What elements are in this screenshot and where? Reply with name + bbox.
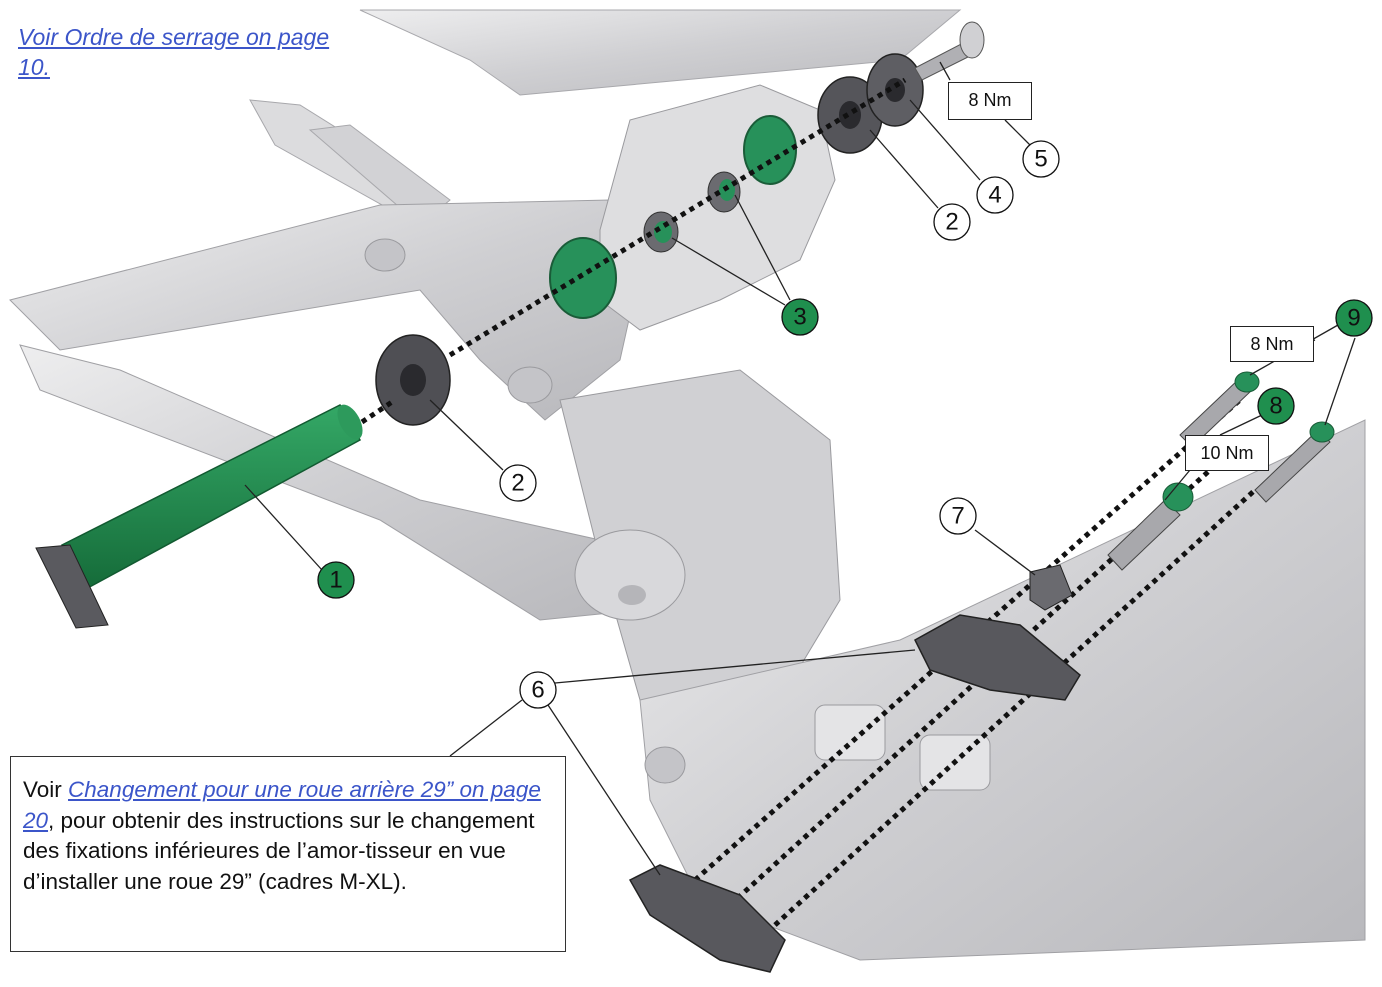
callout-9: 9 xyxy=(1347,305,1360,332)
leader-2b xyxy=(869,129,939,209)
callout-3: 3 xyxy=(793,304,806,331)
torque-label-right-upper: 8 Nm xyxy=(1230,326,1314,362)
bolt-9b-head xyxy=(1309,421,1335,443)
upper-arm xyxy=(9,199,641,421)
seat-stay-2 xyxy=(308,124,451,226)
bolt-9a-head xyxy=(1234,371,1260,393)
bolt-8 xyxy=(1107,499,1181,571)
washer-top-4-hole xyxy=(885,78,905,102)
callout-5-circle xyxy=(1022,140,1060,178)
callout-2a-circle xyxy=(499,464,537,502)
mount-boss-1 xyxy=(814,704,886,761)
dash-main xyxy=(448,77,907,358)
washer-lower-hole xyxy=(400,364,426,396)
callout-6: 6 xyxy=(531,677,544,704)
dash-right-3 xyxy=(773,488,1257,927)
leader-9b xyxy=(1324,337,1356,426)
torque-label-right-lower: 10 Nm xyxy=(1185,435,1269,471)
callout-9-circle xyxy=(1335,299,1373,337)
bb-hole xyxy=(644,746,686,784)
note-prefix: Voir xyxy=(23,777,69,802)
clip-7 xyxy=(1029,564,1073,611)
callout-7: 7 xyxy=(951,503,964,530)
pivot-plate xyxy=(574,529,686,621)
leader-4 xyxy=(909,99,981,181)
leader-2a xyxy=(429,399,504,471)
washer-top-2-hole xyxy=(839,101,861,129)
leader-6a xyxy=(554,649,916,684)
leader-8b xyxy=(1164,469,1191,501)
leader-6b xyxy=(547,704,661,876)
callout-2a: 2 xyxy=(511,470,524,497)
leader-5b xyxy=(939,61,951,81)
torque-order-link[interactable]: Voir Ordre de serrage on page 10. xyxy=(18,24,330,80)
shock-mount-lower xyxy=(628,864,786,973)
shock-mount-upper xyxy=(914,614,1081,701)
callout-4: 4 xyxy=(988,182,1001,209)
note-box: Voir Changement pour une roue arrière 29… xyxy=(10,756,566,952)
callout-4-circle xyxy=(976,176,1014,214)
top-tube xyxy=(359,9,962,96)
green-bearing-right xyxy=(743,115,797,185)
callout-1: 1 xyxy=(329,567,342,594)
bolt-8-head xyxy=(1162,482,1194,512)
dash-axle xyxy=(360,397,397,425)
note-suffix: , pour obtenir des instructions sur le c… xyxy=(23,807,535,894)
rear-wheel-29-link[interactable]: Changement pour une roue arrière 29” on … xyxy=(23,777,541,833)
top-bolt-head xyxy=(959,21,985,59)
leader-3b xyxy=(734,194,791,301)
callout-5: 5 xyxy=(1034,146,1047,173)
bolt-9b xyxy=(1254,429,1331,503)
callout-8: 8 xyxy=(1269,393,1282,420)
bolt-hole-lower xyxy=(507,366,553,404)
callout-3-circle xyxy=(781,298,819,336)
bolt-hole-left xyxy=(364,238,406,272)
green-bearing-large xyxy=(549,237,617,319)
leader-5 xyxy=(1004,119,1031,146)
leader-1 xyxy=(244,484,323,571)
callout-6-circle xyxy=(519,671,557,709)
callout-2b-circle xyxy=(933,203,971,241)
leader-7 xyxy=(974,529,1036,576)
leader-3a xyxy=(671,237,786,306)
leader-8 xyxy=(1219,414,1263,436)
callout-1-circle xyxy=(317,561,355,599)
leader-6c xyxy=(449,699,523,757)
callout-8-circle xyxy=(1257,387,1295,425)
pivot-hole xyxy=(618,585,646,605)
axle-head xyxy=(35,544,109,629)
dash-right-2 xyxy=(728,468,1212,907)
axle-end xyxy=(337,404,363,440)
torque-label-top: 8 Nm xyxy=(948,82,1032,120)
callout-2b: 2 xyxy=(945,209,958,236)
callout-7-circle xyxy=(939,497,977,535)
